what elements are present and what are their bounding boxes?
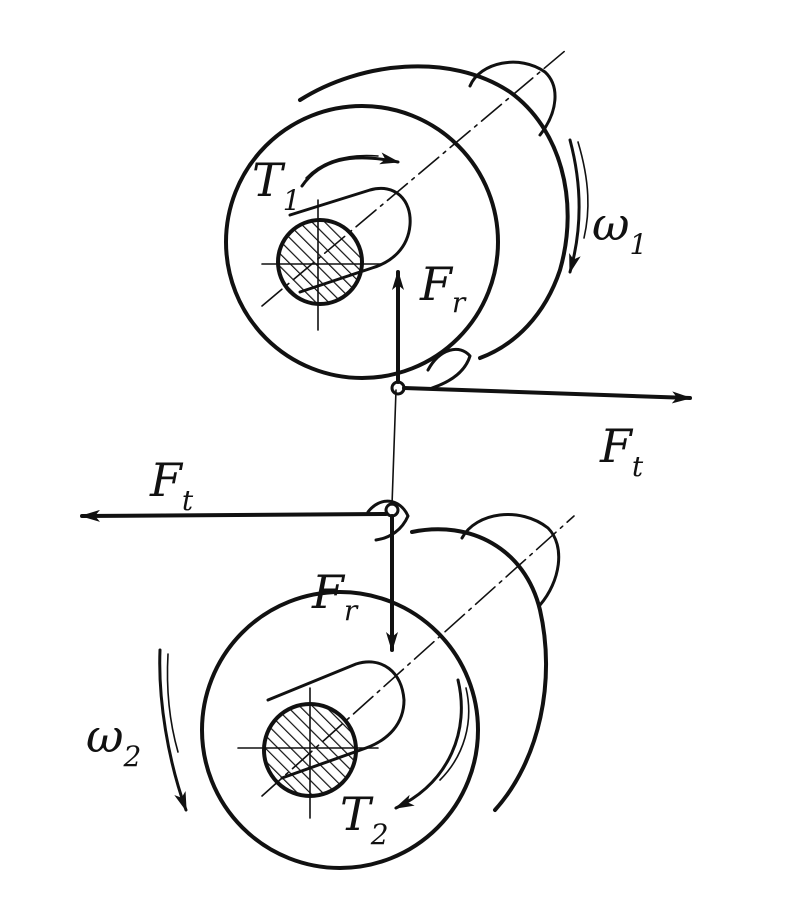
upper-gear-tooth — [426, 347, 472, 390]
omega-2-arrow-shade — [166, 653, 179, 753]
omega-1-arrow-shade — [577, 141, 589, 239]
upper-gear-rear-rim — [298, 64, 570, 360]
radial-force-upper-label: Fr — [419, 257, 467, 319]
line-of-centers — [391, 389, 397, 506]
upper-shaft-section — [276, 218, 364, 306]
radial-force-lower-label: Fr — [311, 565, 359, 627]
tangential-force-lower-arrow — [80, 509, 388, 522]
omega-1-arrow — [568, 138, 581, 274]
upper-gear-rear-shaft — [468, 60, 557, 137]
omega-2-arrow — [158, 648, 188, 812]
torque-1-arrow — [300, 152, 400, 188]
lower-gear-tooth — [366, 499, 410, 542]
torque-1-label: T1 — [252, 153, 301, 217]
torque-2-label: T2 — [340, 787, 389, 851]
tangential-force-upper-label: Ft — [599, 419, 644, 483]
lower-gear — [200, 499, 575, 870]
tangential-force-upper-arrow — [402, 386, 692, 404]
omega-2-label: ω2 — [86, 709, 141, 773]
tangential-force-lower-label: Ft — [149, 453, 194, 517]
lower-gear-face — [200, 590, 480, 870]
upper-gear-hub — [288, 187, 412, 294]
torque-2-arrow — [394, 678, 463, 810]
torque-1-arrow-shade — [305, 154, 379, 179]
lower-gear-rear-rim — [410, 527, 549, 812]
upper-gear-face — [224, 104, 500, 380]
upper-gear — [224, 49, 570, 390]
upper-gear-axis-line — [261, 49, 567, 307]
lower-gear-axis-line — [261, 515, 575, 797]
lower-gear-hub — [266, 660, 406, 780]
lower-gear-rear-shaft — [460, 513, 561, 607]
torque-2-arrow-shade — [439, 687, 470, 781]
omega-1-label: ω1 — [592, 197, 647, 261]
